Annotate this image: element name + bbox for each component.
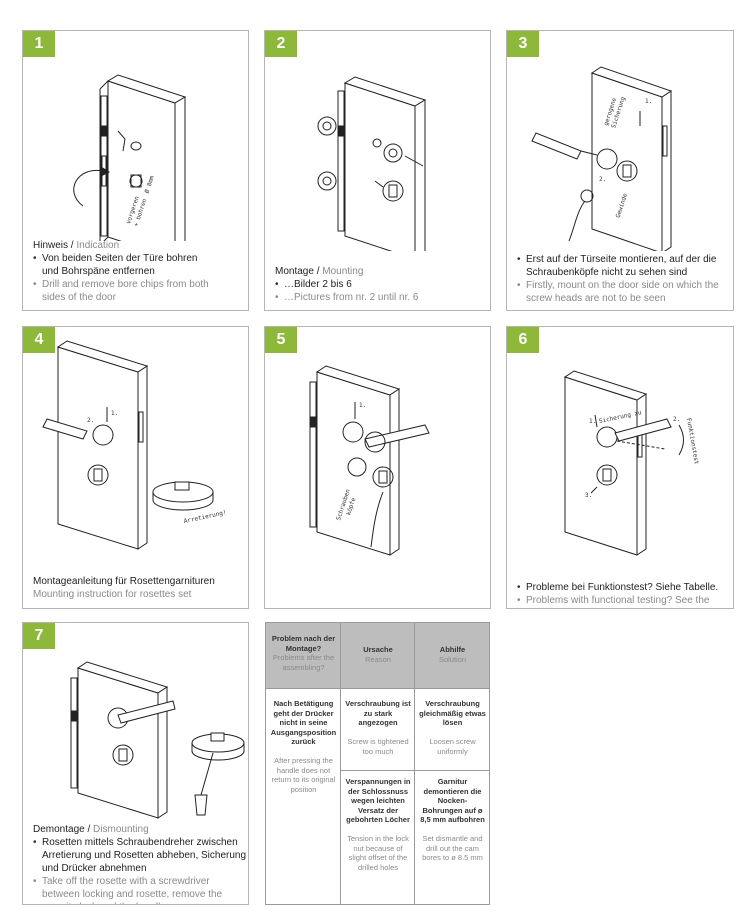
illustration-function-test: Sicherung zu Funktionstest 1. 2. 3. (507, 327, 700, 567)
caption-title-de: Montage / (275, 266, 320, 277)
caption-title-en: Dismounting (93, 824, 149, 835)
bullet-de: Rosetten mittels Schraubendreher zwische… (33, 836, 247, 875)
label-step-2: 2. (673, 416, 680, 423)
panel-step-4: 4 1. 2. Arretierung! Montageanleitung fü… (22, 326, 249, 609)
table-cell-problem: Nach Betätigung geht der Drücker nicht i… (270, 699, 337, 794)
label-step-3: 3. (585, 492, 592, 499)
caption-step-6: Probleme bei Funktionstest? Siehe Tabell… (517, 581, 733, 608)
step-number: 6 (507, 327, 539, 353)
caption-step-7: Demontage / Dismounting Rosetten mittels… (33, 823, 247, 904)
panel-step-6: 6 Sicherung zu Funktionstest 1. 2. 3. Pr… (506, 326, 734, 609)
bullet-de: …Bilder 2 bis 6 (275, 278, 419, 291)
caption-step-3: Erst auf der Türseite montieren, auf der… (517, 253, 726, 305)
step-number: 1 (23, 31, 55, 57)
bullet-en: …Pictures from nr. 2 until nr. 6 (275, 291, 419, 304)
label-arretierung: Arretierung! (183, 509, 227, 525)
table-header-row (266, 623, 489, 689)
bullet-de: Probleme bei Funktionstest? Siehe Tabell… (517, 581, 733, 594)
step-number: 3 (507, 31, 539, 57)
illustration-mounting (265, 31, 491, 251)
caption-step-4: Montageanleitung für Rosettengarnituren … (33, 575, 215, 601)
table-cell-cause-2: Verspannungen in der Schlossnuss wegen l… (345, 777, 411, 872)
label-step-1: 1. (111, 410, 118, 417)
illustration-screw-heads: 1. Schrauben köpfe (265, 327, 491, 567)
illustration-drilling: vorgeren + bohren Ø 8mm (23, 31, 249, 241)
bullet-de: Erst auf der Türseite montieren, auf der… (517, 253, 726, 279)
caption-title-en: Mounting (322, 266, 364, 277)
troubleshooting-table: Problem nach der Montage?Problems after … (265, 622, 490, 905)
caption-title-en: Mounting instruction for rosettes set (33, 589, 192, 600)
step-number: 7 (23, 623, 55, 649)
label-funktionstest: Funktionstest (685, 417, 700, 465)
step-number: 5 (265, 327, 297, 353)
caption-title-en: Indication (76, 240, 120, 251)
panel-step-2: 2 Montage / Mounting …Bilder 2 bis 6 …Pi… (264, 30, 491, 311)
panel-step-1: 1 vorgeren + bohren Ø 8mm Hinweis / Indi… (22, 30, 249, 311)
panel-step-7: 7 Demontage / Dismounting Rosetten mitte… (22, 622, 249, 905)
step-number: 2 (265, 31, 297, 57)
caption-title-de: Demontage / (33, 824, 91, 835)
bullet-en: Problems with functional testing? See th… (517, 594, 733, 608)
bullet-de: Von beiden Seiten der Türe bohren und Bo… (33, 252, 212, 278)
panel-step-3: 3 gerogene Sicherung Gewinde 1. 2. Erst … (506, 30, 734, 311)
label-step-2: 2. (87, 417, 94, 424)
caption-title-de: Montageanleitung für Rosettengarnituren (33, 576, 215, 587)
table-header-problem: Problem nach der Montage?Problems after … (271, 634, 336, 672)
illustration-dismounting (23, 623, 249, 823)
label-step-2: 2. (599, 176, 606, 183)
caption-title-de: Hinweis / (33, 240, 74, 251)
label-step-1: 1. (589, 418, 596, 425)
bullet-en: Take off the rosette with a screwdriver … (33, 875, 247, 904)
bullet-en: Firstly, mount on the door side on which… (517, 279, 726, 305)
illustration-first-side: gerogene Sicherung Gewinde 1. 2. (507, 31, 734, 251)
table-cell-solution-2: Garnitur demontieren die Nocken-Bohrunge… (420, 777, 485, 862)
label-step-1: 1. (359, 402, 366, 409)
caption-step-1: Hinweis / Indication Von beiden Seiten d… (33, 239, 212, 304)
step-number: 4 (23, 327, 55, 353)
caption-step-2: Montage / Mounting …Bilder 2 bis 6 …Pict… (275, 265, 419, 304)
label-step-1: 1. (645, 98, 652, 105)
bullet-en: Drill and remove bore chips from both si… (33, 278, 212, 304)
illustration-rosette-set: 1. 2. Arretierung! (23, 327, 227, 557)
panel-step-5: 5 1. Schrauben köpfe (264, 326, 491, 609)
